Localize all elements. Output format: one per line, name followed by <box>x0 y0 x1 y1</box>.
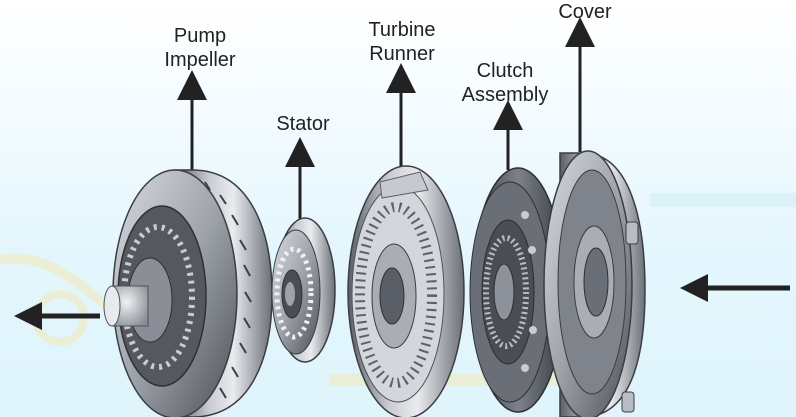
label-turbine-runner-line1: Turbine <box>368 19 436 41</box>
label-stator: Stator <box>258 112 348 136</box>
label-pump-impeller: Pump Impeller <box>150 24 250 72</box>
pump-impeller-part <box>103 169 273 417</box>
arrow-left-output-icon <box>14 302 100 330</box>
label-pump-impeller-line1: Pump <box>173 25 227 47</box>
label-pump-impeller-line2: Impeller <box>164 49 236 71</box>
clutch-assembly-part <box>469 167 565 413</box>
cover-part <box>543 150 646 417</box>
label-stator-line1: Stator <box>276 113 330 135</box>
label-clutch-assembly-line1: Clutch <box>476 60 534 82</box>
label-clutch-assembly-line2: Assembly <box>461 84 549 106</box>
stator-part <box>271 217 336 363</box>
label-turbine-runner: Turbine Runner <box>350 18 454 66</box>
arrow-left-input-icon <box>680 274 790 302</box>
turbine-runner-part <box>347 165 465 417</box>
label-clutch-assembly: Clutch Assembly <box>446 59 564 107</box>
label-turbine-runner-line2: Runner <box>369 43 435 65</box>
